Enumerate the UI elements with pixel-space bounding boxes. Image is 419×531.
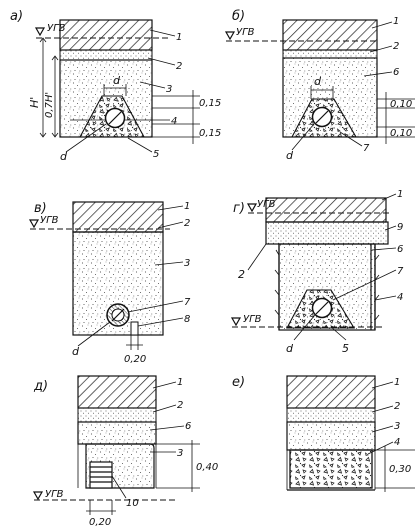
panel-g-label-7: 7 <box>397 266 404 277</box>
panel-g-label-5: 5 <box>342 342 349 355</box>
panel-g-layer-1 <box>265 197 387 223</box>
panel-a-label-d: d <box>60 150 68 163</box>
panel-d-label-3: 3 <box>177 448 183 459</box>
panel-b-letter: б) <box>232 9 245 24</box>
panel-g-label-2: 2 <box>238 268 245 281</box>
panel-g-label-d: d <box>286 342 294 355</box>
panel-e: е) 0,30 1 2 3 4 <box>232 375 415 492</box>
panel-a-dim-top: 0,15 <box>199 98 221 109</box>
panel-g-layer-9 <box>265 221 389 245</box>
panel-b-water-level-marker <box>224 31 236 41</box>
panel-b-layer-2 <box>282 49 378 59</box>
panel-g-label-9: 9 <box>397 222 403 233</box>
panel-a-water-level-marker <box>34 27 46 37</box>
panel-v-insert-8 <box>130 321 139 336</box>
panel-a-d-top: d <box>113 74 121 87</box>
panel-v-label-d: d <box>72 345 80 358</box>
panel-e-layer-1 <box>286 375 376 409</box>
panel-v-letter: в) <box>34 201 47 216</box>
panel-a-label-2: 2 <box>176 61 182 72</box>
panel-v-label-8: 8 <box>184 314 190 325</box>
panel-a-water-level-label: УГВ <box>47 23 66 34</box>
panel-a-label-4: 4 <box>171 116 177 127</box>
panel-a-dim-bottom: 0,15 <box>199 128 221 139</box>
panel-b-label-6: 6 <box>393 67 399 78</box>
panel-g: г) УГВ УГВ 1 9 6 7 4 2 <box>230 189 404 355</box>
panel-v-label-2: 2 <box>184 218 190 229</box>
panel-b-dim-bottom: 0,10 <box>390 128 412 139</box>
panel-d-dim-bottom: 0,20 <box>89 517 111 528</box>
panel-b-label-1: 1 <box>393 16 399 27</box>
panel-d-label-1: 1 <box>177 377 183 388</box>
panel-v-label-3: 3 <box>184 258 190 269</box>
panel-v-label-1: 1 <box>184 201 190 212</box>
panel-d-drain-bundle <box>89 461 113 489</box>
panel-d-layer-1 <box>77 375 157 409</box>
panel-d-letter: д) <box>33 379 48 394</box>
panel-a-label-5: 5 <box>153 149 159 160</box>
panel-e-label-2: 2 <box>394 401 400 412</box>
panel-e-label-4: 4 <box>394 437 400 448</box>
panel-e-dim-right: 0,30 <box>389 464 411 475</box>
panel-b: б) УГВ d 0,10 0,10 1 2 6 7 d <box>224 9 415 162</box>
panel-v-layer-1 <box>72 201 164 233</box>
panel-d-label-6: 6 <box>185 421 191 432</box>
panel-a-label-3: 3 <box>166 84 172 95</box>
panel-v-water-level-label: УГВ <box>40 215 59 226</box>
panel-b-layer-1 <box>282 19 378 51</box>
panel-a-letter: а) <box>10 9 23 24</box>
panel-e-layer-3 <box>286 421 376 451</box>
panel-b-water-level-label: УГВ <box>236 27 255 38</box>
panel-e-layer-2 <box>286 407 376 423</box>
panel-v-dim-bottom: 0,20 <box>124 354 146 365</box>
panel-a-layer-2 <box>59 49 153 61</box>
panel-a-dim-h: H' <box>28 97 41 108</box>
panel-a-layer-1 <box>59 19 153 51</box>
panel-e-gravel-layer-4 <box>289 449 373 489</box>
panel-g-label-4: 4 <box>397 292 403 303</box>
panel-g-letter: г) <box>233 201 245 216</box>
panel-b-label-d: d <box>286 149 294 162</box>
panel-g-water-level-bottom: УГВ <box>243 314 262 325</box>
panel-v-water-level-marker <box>28 219 40 229</box>
panel-e-label-3: 3 <box>394 421 400 432</box>
panel-d-dim-right: 0,40 <box>196 462 218 473</box>
panel-d: д) УГВ 0,40 0,20 1 2 <box>32 375 218 528</box>
panel-b-label-7: 7 <box>363 143 370 154</box>
panel-d-layer-6 <box>77 421 157 445</box>
panel-d-label-10: 10 <box>126 498 139 509</box>
panel-b-label-2: 2 <box>393 41 399 52</box>
panel-b-dim-top: 0,10 <box>390 99 412 110</box>
panel-g-water-level-top-marker <box>246 203 258 213</box>
panel-g-label-6: 6 <box>397 244 403 255</box>
panel-v-label-7: 7 <box>184 297 191 308</box>
panel-e-letter: е) <box>232 375 245 390</box>
panel-d-water-level-label: УГВ <box>45 489 64 500</box>
panel-d-layer-2 <box>77 407 157 423</box>
panel-v: в) УГВ 0,20 1 2 3 7 8 d <box>28 201 191 365</box>
panel-b-d-top: d <box>314 75 322 88</box>
panel-a: а) УГВ d H' 0,7H' 0,15 0,1 <box>10 9 221 163</box>
panel-a-label-1: 1 <box>176 32 182 43</box>
panel-e-label-1: 1 <box>394 377 400 388</box>
panel-d-label-2: 2 <box>177 400 183 411</box>
panel-a-dim-07h: 0,7H' <box>44 92 55 118</box>
panel-g-label-1: 1 <box>397 189 403 200</box>
panel-d-water-level-marker <box>32 491 44 501</box>
panel-g-water-level-bottom-marker <box>230 317 242 327</box>
